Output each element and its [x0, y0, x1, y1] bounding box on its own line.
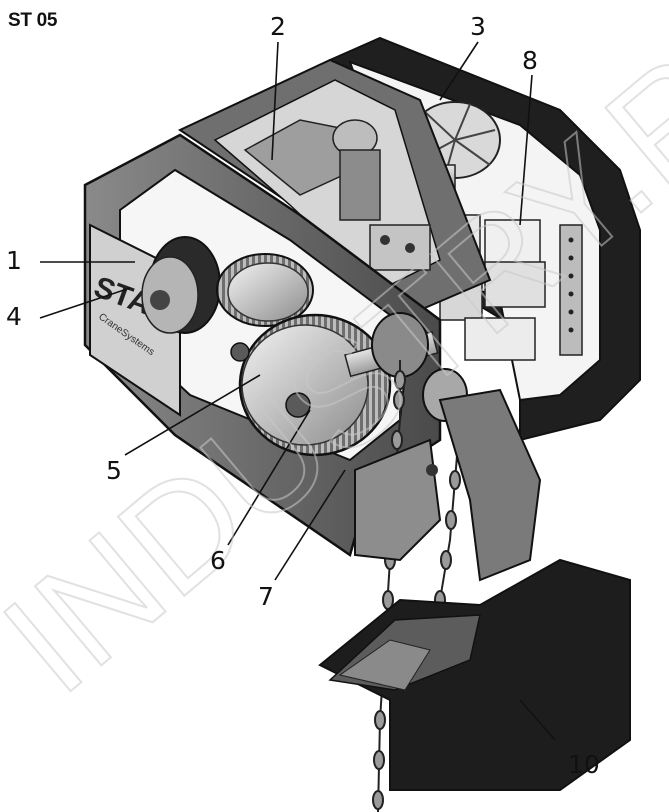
- leader-5: [124, 374, 261, 456]
- callout-lines: [39, 41, 556, 741]
- callout-7: 7: [258, 582, 274, 611]
- callout-5: 5: [106, 456, 122, 485]
- callout-2: 2: [270, 12, 286, 41]
- callout-3: 3: [470, 12, 486, 41]
- callout-8: 8: [522, 46, 538, 75]
- leader-10: [519, 699, 556, 741]
- model-label: ST 05: [8, 10, 58, 31]
- leader-4: [39, 287, 131, 319]
- leader-6: [227, 409, 311, 546]
- callout-4: 4: [6, 302, 22, 331]
- leader-8: [519, 74, 533, 226]
- callout-10: 10: [568, 750, 600, 779]
- suspension-bracket: [354, 388, 542, 582]
- callout-1: 1: [6, 246, 22, 275]
- leader-7: [274, 469, 346, 581]
- chain-container: [318, 558, 631, 791]
- leader-3: [439, 41, 479, 101]
- gear-train: [141, 236, 439, 457]
- callout-6: 6: [210, 546, 226, 575]
- top-housing: [177, 58, 492, 312]
- leader-2: [271, 41, 279, 161]
